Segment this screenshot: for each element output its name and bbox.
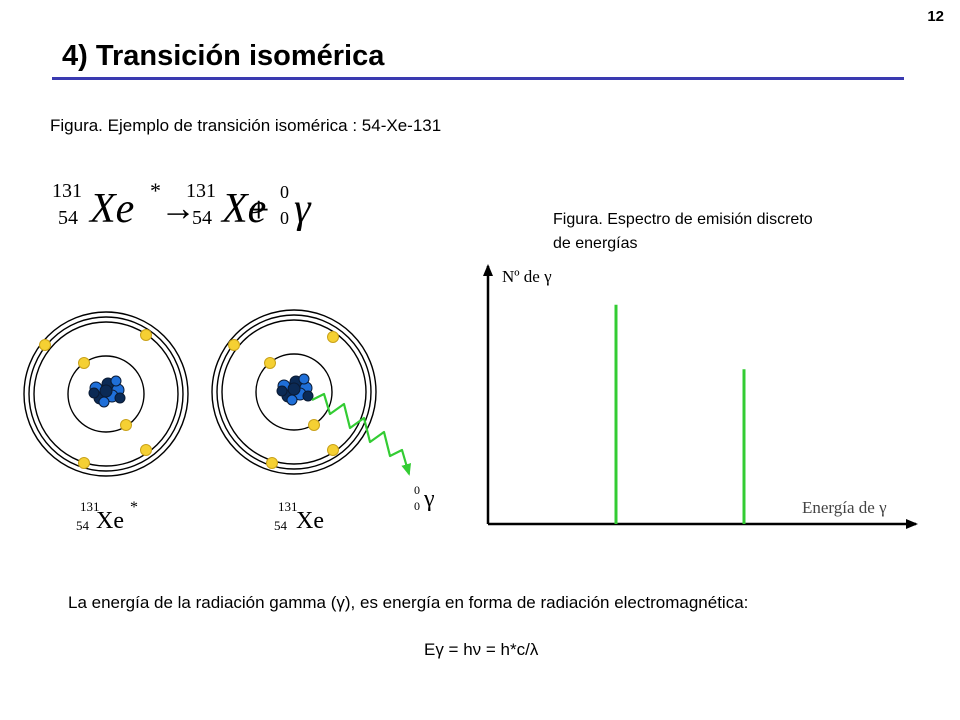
- spectrum-caption-line1: Figura. Espectro de emisión discreto: [553, 211, 813, 228]
- eq-gamma-sub: 0: [280, 208, 289, 228]
- eq-plus: +: [248, 189, 269, 231]
- eq-excited-mark: *: [150, 178, 161, 203]
- atom-excited-label-symbol: Xe: [96, 508, 124, 534]
- electron: [120, 419, 132, 431]
- eq-arrow: →: [160, 188, 196, 228]
- atom-ground-electrons: [228, 331, 339, 469]
- reaction-caption: Figura. Ejemplo de transición isomérica …: [50, 116, 442, 135]
- eq-product-mass: 131: [186, 180, 216, 202]
- atom-ground-label: 131 54 Xe: [274, 499, 324, 534]
- eq-gamma-super: 0: [280, 182, 289, 202]
- atom-excited-label-mass: 131: [80, 499, 100, 514]
- atom-excited-label-mark: *: [130, 499, 138, 516]
- spectrum-x-label: Energía de γ: [802, 498, 887, 517]
- nuclear-equation: 131 54 Xe * → 131 54 Xe + 0 0 γ: [52, 178, 312, 232]
- atom-excited: [23, 311, 189, 477]
- atom-excited-shell-outer-1: [23, 311, 189, 477]
- atom-ground-label-atomic: 54: [274, 518, 288, 533]
- photon-label-super: 0: [414, 483, 420, 497]
- atom-ground-nucleus: [276, 373, 314, 406]
- eq-product-symbol: Xe: [220, 186, 266, 232]
- slide-number: 12: [927, 8, 944, 25]
- electron: [228, 339, 240, 351]
- photon-label-sub: 0: [414, 499, 420, 513]
- atom-excited-label-atomic: 54: [76, 518, 90, 533]
- electron: [327, 444, 339, 456]
- eq-reactant-atomic: 54: [58, 207, 78, 229]
- atom-ground-label-mass: 131: [278, 499, 298, 514]
- spectrum-caption: Figura. Espectro de emisión discreto de …: [553, 208, 923, 256]
- atom-excited-shell-outer-3: [33, 321, 179, 467]
- atom-ground-shell-outer-2: [216, 314, 372, 470]
- eq-reactant-mass: 131: [52, 180, 82, 202]
- atom-ground-shell-inner: [255, 353, 333, 431]
- gamma-energy-formula: Eγ = hν = h*c/λ: [424, 640, 539, 659]
- atom-excited-shell-outer-2: [28, 316, 184, 472]
- slide-title: 4) Transición isomérica: [62, 40, 385, 72]
- eq-product-atomic: 54: [192, 207, 212, 229]
- atom-excited-nucleus: [88, 375, 126, 408]
- eq-reactant-symbol: Xe: [88, 186, 134, 232]
- electron: [308, 419, 320, 431]
- spectrum-caption-line2: de energías: [553, 235, 638, 252]
- electron: [78, 457, 90, 469]
- gamma-energy-explanation: La energía de la radiación gamma (γ), es…: [68, 593, 749, 612]
- atom-ground-label-symbol: Xe: [296, 508, 324, 534]
- emission-spectrum-chart: Nº de γ Energía de γ: [483, 264, 918, 529]
- atom-ground: [211, 309, 377, 475]
- electron: [39, 339, 51, 351]
- spectrum-lines: [614, 304, 746, 524]
- atom-ground-shell-outer-1: [211, 309, 377, 475]
- electron: [327, 331, 339, 343]
- eq-gamma-symbol: γ: [294, 186, 312, 232]
- atom-excited-electrons: [39, 329, 152, 469]
- atom-excited-shell-inner: [67, 355, 145, 433]
- electron: [266, 457, 278, 469]
- spectrum-y-label: Nº de γ: [502, 267, 552, 286]
- electron: [264, 357, 276, 369]
- title-underline: [52, 77, 904, 80]
- electron: [140, 329, 152, 341]
- atom-ground-shell-outer-3: [221, 319, 367, 465]
- electron: [78, 357, 90, 369]
- photon-label: 0 0 γ: [414, 483, 435, 513]
- photon-label-symbol: γ: [423, 486, 435, 512]
- electron: [140, 444, 152, 456]
- gamma-photon-wave: [311, 392, 411, 476]
- atom-excited-label: 131 54 Xe *: [76, 499, 138, 534]
